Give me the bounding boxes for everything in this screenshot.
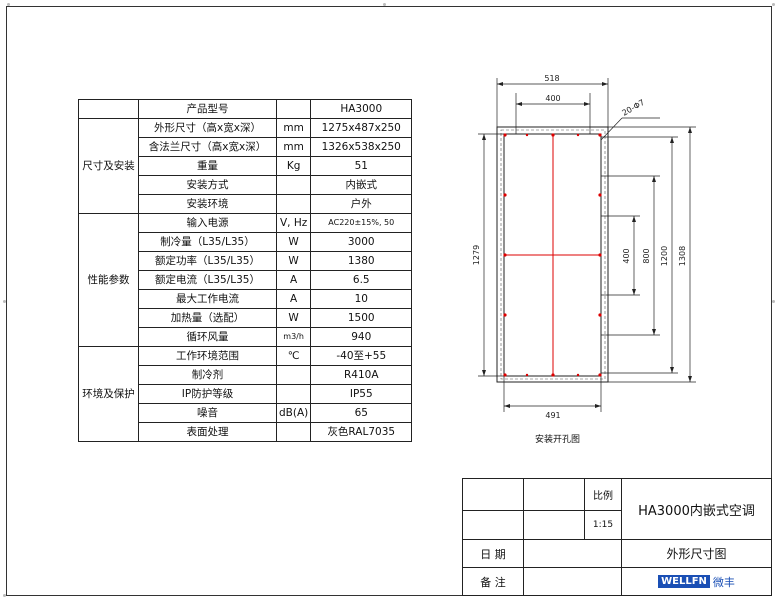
spec-value: 内嵌式 (310, 175, 413, 195)
spec-value: -40至+55 (310, 346, 413, 366)
tb-blank-2 (523, 478, 585, 511)
dim-right-1308: 1308 (678, 246, 687, 266)
spec-row: 安装方式 内嵌式 (79, 175, 413, 195)
spec-item: 额定电流（L35/L35） (138, 270, 277, 290)
spec-value: IP55 (310, 384, 413, 404)
logo-chinese: 微丰 (712, 575, 735, 589)
scale-label: 比例 (584, 478, 622, 511)
dim-top-outer: 518 (544, 74, 559, 83)
dim-right-400: 400 (622, 248, 631, 263)
date-label: 日 期 (462, 539, 524, 568)
dim-hole: 20-Φ7 (621, 98, 647, 118)
corner-dot (383, 3, 386, 6)
model-label: 产品型号 (138, 99, 277, 119)
spec-value: 1275x487x250 (310, 118, 413, 138)
scale-value: 1:15 (584, 510, 622, 540)
dim-top-inner: 400 (545, 94, 560, 103)
spec-item: 安装方式 (138, 175, 277, 195)
logo-wordmark: WELLFN (658, 575, 710, 588)
tb-blank-4 (523, 510, 585, 540)
dim-right-800: 800 (642, 248, 651, 263)
dim-left-height: 1279 (472, 245, 481, 265)
dashed-boundary (500, 129, 606, 380)
spec-value: 1326x538x250 (310, 137, 413, 157)
spec-row: 表面处理 灰色RAL7035 (79, 422, 413, 442)
drawing-title: HA3000内嵌式空调 (621, 478, 772, 540)
flange-outline (496, 126, 609, 383)
remark-label: 备 注 (462, 567, 524, 596)
spec-item: 外形尺寸（高x宽x深） (138, 118, 277, 138)
spec-value: 1500 (310, 308, 413, 328)
spec-value: 灰色RAL7035 (310, 422, 413, 442)
corner-dot (3, 594, 6, 597)
company-logo: WELLFN 微丰 (621, 567, 772, 596)
spec-unit: W (275, 232, 312, 252)
dim-right-1200: 1200 (660, 246, 669, 266)
dim-bottom-width: 491 (545, 411, 560, 420)
remark-value (523, 567, 622, 596)
spec-unit (275, 422, 312, 442)
spec-item: 安装环境 (138, 194, 277, 214)
spec-unit: mm (275, 137, 312, 157)
drawing-frame (6, 6, 772, 596)
spec-unit: dB(A) (275, 403, 312, 423)
corner-dot (7, 3, 10, 6)
spec-item: 工作环境范围 (138, 346, 277, 366)
corner-dot (772, 300, 775, 303)
date-value (523, 539, 622, 568)
spec-group-label: 尺寸及安装 (78, 118, 139, 214)
corner-dot (3, 300, 6, 303)
spec-item: 表面处理 (138, 422, 277, 442)
drawing-name: 外形尺寸图 (621, 539, 772, 568)
tb-blank-3 (462, 510, 524, 540)
mounting-holes (503, 133, 602, 377)
tb-blank-1 (462, 478, 524, 511)
drawing-caption: 安装开孔图 (535, 435, 581, 445)
corner-dot (772, 3, 775, 6)
spec-unit: W (275, 308, 312, 328)
